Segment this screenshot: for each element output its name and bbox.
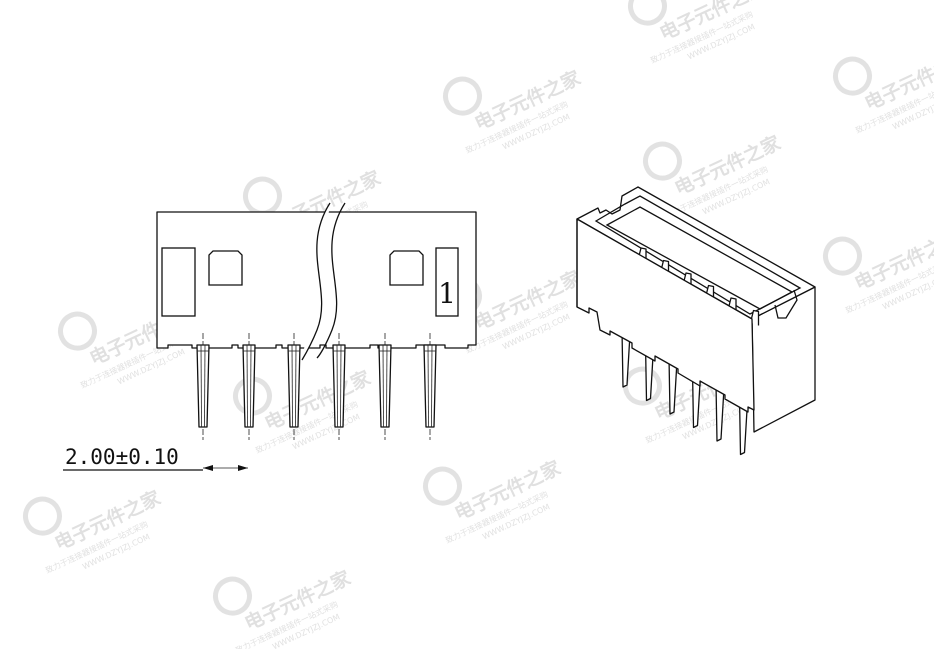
dimension-arrows [203, 465, 248, 471]
pin [378, 333, 392, 440]
pins [196, 333, 437, 440]
break-line-right [316, 202, 346, 359]
pin [242, 333, 256, 440]
left-square-window [208, 250, 243, 286]
pin [196, 333, 210, 440]
pin1-window [435, 247, 459, 317]
pin [287, 333, 301, 440]
connector-isometric-view [576, 186, 816, 456]
svg-text:电子元件之家: 电子元件之家 [656, 0, 770, 45]
left-window [161, 247, 196, 317]
break-line-left [301, 202, 331, 361]
pin [423, 333, 437, 440]
connector-front-view: 1 2.00±0.10 [63, 200, 477, 471]
pitch-dimension-label: 2.00±0.10 [65, 445, 179, 469]
front-face [576, 218, 755, 413]
top-rim [576, 186, 816, 320]
pin1-marker: 1 [438, 277, 456, 310]
latch-notch [774, 289, 798, 319]
right-square-window [389, 250, 424, 286]
pin [332, 333, 346, 440]
